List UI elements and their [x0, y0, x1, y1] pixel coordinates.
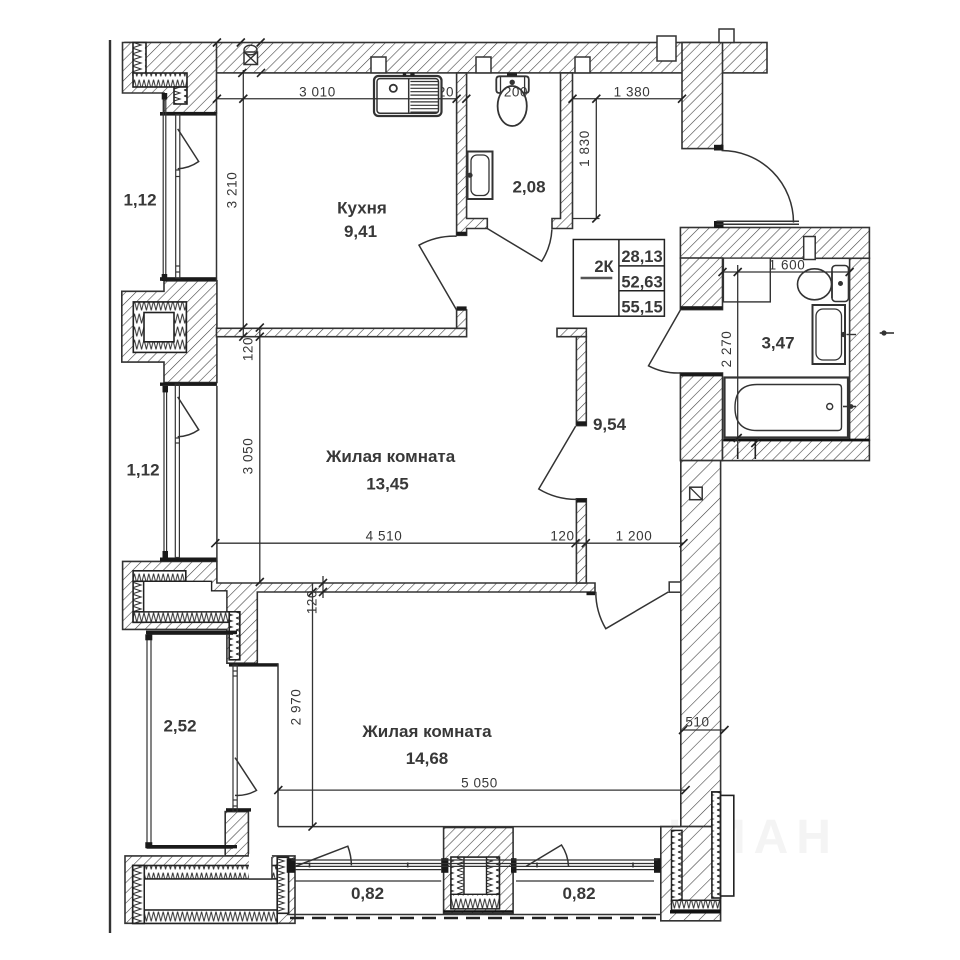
svg-text:3,47: 3,47 — [761, 334, 794, 353]
svg-text:1 200: 1 200 — [616, 529, 653, 544]
svg-text:4 510: 4 510 — [366, 529, 403, 544]
svg-text:0,82: 0,82 — [562, 884, 595, 903]
svg-text:120: 120 — [305, 590, 320, 614]
svg-text:1 830: 1 830 — [577, 130, 592, 167]
svg-text:Жилая комната: Жилая комната — [361, 722, 492, 741]
svg-text:1 380: 1 380 — [614, 85, 651, 100]
svg-text:Жилая комната: Жилая комната — [325, 447, 456, 466]
svg-text:28,13: 28,13 — [621, 248, 662, 266]
svg-text:1 600: 1 600 — [769, 258, 806, 273]
svg-text:510: 510 — [685, 715, 709, 730]
svg-text:3 050: 3 050 — [241, 438, 256, 475]
svg-text:0,82: 0,82 — [351, 884, 384, 903]
svg-text:Кухня: Кухня — [337, 199, 387, 218]
svg-text:2 970: 2 970 — [289, 689, 304, 726]
svg-text:2,52: 2,52 — [163, 717, 196, 736]
svg-text:1,12: 1,12 — [126, 461, 159, 480]
svg-text:3 010: 3 010 — [299, 85, 336, 100]
svg-text:55,15: 55,15 — [621, 299, 662, 317]
svg-text:1,12: 1,12 — [123, 191, 156, 210]
svg-text:14,68: 14,68 — [406, 749, 449, 768]
svg-text:2 270: 2 270 — [719, 331, 734, 368]
svg-text:52,63: 52,63 — [621, 274, 662, 292]
svg-text:120: 120 — [241, 337, 256, 361]
svg-text:13,45: 13,45 — [366, 475, 409, 494]
svg-text:2,08: 2,08 — [512, 178, 545, 197]
svg-text:3 210: 3 210 — [225, 172, 240, 209]
svg-text:5 050: 5 050 — [461, 776, 498, 791]
svg-text:200: 200 — [504, 85, 528, 100]
svg-text:120: 120 — [550, 529, 574, 544]
svg-text:9,41: 9,41 — [344, 222, 377, 241]
svg-text:2К: 2К — [594, 258, 614, 276]
svg-text:9,54: 9,54 — [593, 415, 627, 434]
